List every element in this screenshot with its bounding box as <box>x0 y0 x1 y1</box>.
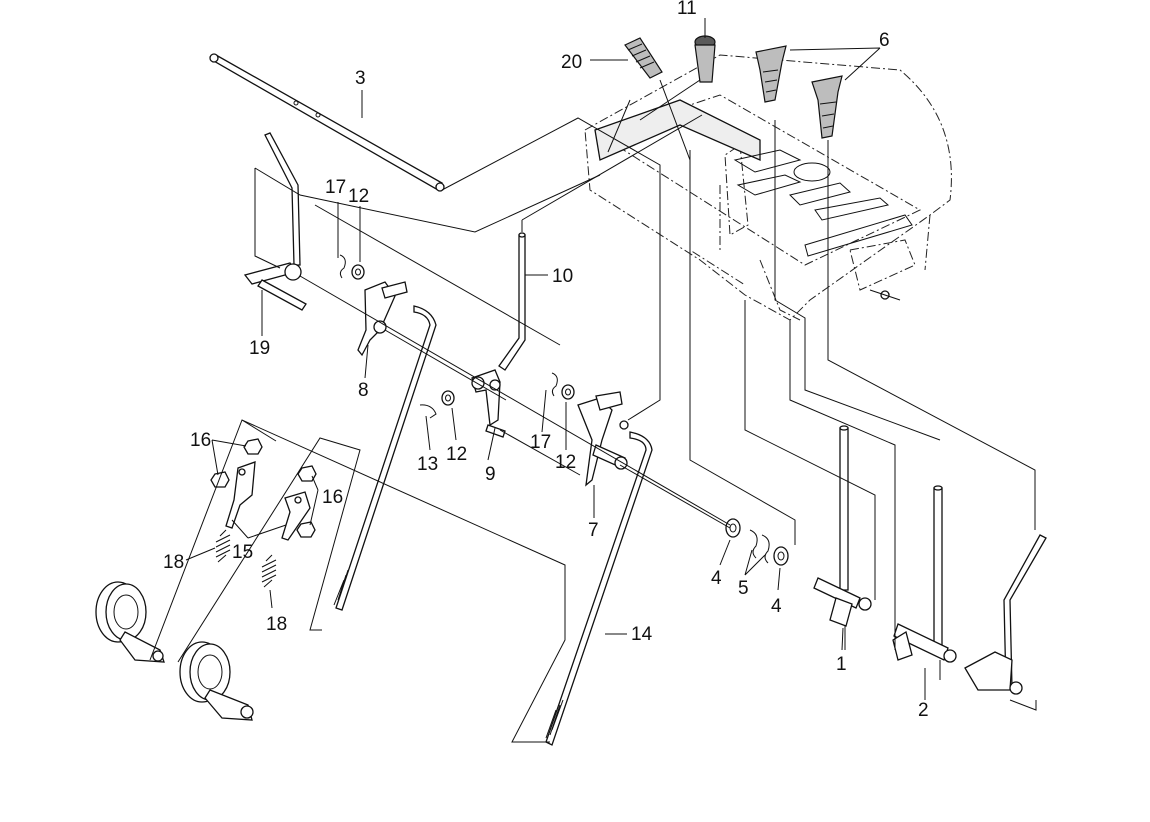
washers-4-and-clips-5 <box>725 518 789 566</box>
lever-far-right <box>964 534 1047 695</box>
pulley-right <box>179 641 254 721</box>
callout-12b: 12 <box>446 444 467 465</box>
callout-7: 7 <box>588 520 599 541</box>
callout-5: 5 <box>738 578 749 599</box>
callout-12c: 12 <box>555 452 576 473</box>
rod-14 <box>545 431 653 746</box>
callout-6: 6 <box>879 30 890 51</box>
callout-4a: 4 <box>711 568 722 589</box>
callout-19: 19 <box>249 338 270 359</box>
callout-17b: 17 <box>530 432 551 453</box>
callout-1: 1 <box>836 654 847 675</box>
rod-10 <box>498 232 526 371</box>
washers-and-clips <box>339 254 575 419</box>
shaft-3 <box>209 53 445 192</box>
grip-20 <box>624 37 663 79</box>
lever-9 <box>471 369 506 438</box>
knob-11 <box>694 35 716 83</box>
lever-1 <box>813 425 872 627</box>
grip-6-left <box>755 45 787 103</box>
callout-15: 15 <box>232 542 253 563</box>
control-panel <box>584 54 952 321</box>
callout-8: 8 <box>358 380 369 401</box>
callout-2: 2 <box>918 700 929 721</box>
callout-10: 10 <box>552 266 573 287</box>
lever-2 <box>892 485 957 663</box>
lever-7 <box>577 391 629 487</box>
callout-18b: 18 <box>266 614 287 635</box>
callout-20: 20 <box>561 52 582 73</box>
callout-13: 13 <box>417 454 438 475</box>
pulley-left <box>95 581 165 663</box>
callout-17a: 17 <box>325 177 346 198</box>
brackets-15 <box>225 461 311 541</box>
grip-6-right <box>811 75 843 139</box>
assembly-lines <box>149 79 1037 743</box>
leader-lines <box>185 18 926 700</box>
callout-12a: 12 <box>348 186 369 207</box>
long-rod-left <box>333 305 437 611</box>
callout-14: 14 <box>631 624 653 645</box>
callout-3: 3 <box>355 68 366 89</box>
lever-19 <box>243 132 307 311</box>
lever-8 <box>357 281 408 357</box>
springs-18 <box>215 529 277 588</box>
callout-16b: 16 <box>322 487 343 508</box>
callout-11: 11 <box>677 0 697 19</box>
callout-9: 9 <box>485 464 496 485</box>
callout-16a: 16 <box>190 430 211 451</box>
callouts: 1 2 3 4 4 5 6 7 8 9 10 11 12 12 12 13 14… <box>163 0 929 721</box>
nuts-16 <box>210 438 317 538</box>
callout-18a: 18 <box>163 552 184 573</box>
callout-4b: 4 <box>771 596 782 617</box>
